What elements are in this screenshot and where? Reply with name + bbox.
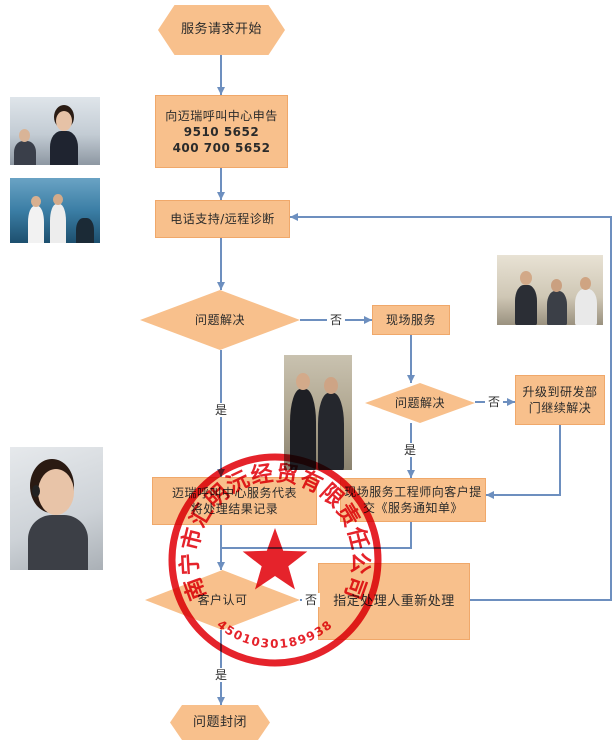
person-figure [520, 271, 532, 285]
person-figure [50, 131, 78, 165]
edge-label-no: 否 [326, 313, 346, 327]
person-figure [515, 285, 537, 325]
onsite-service-node: 现场服务 [372, 305, 450, 335]
person-figure [318, 393, 344, 470]
person-figure [56, 111, 72, 131]
phone-number-1: 9510 5652 [183, 124, 260, 139]
connector-escalate-to-notice [486, 425, 561, 499]
person-figure [290, 389, 316, 470]
decision-customer-approval: 客户认可 [145, 570, 300, 630]
phone-support-node: 电话支持/远程诊断 [155, 200, 290, 238]
star-icon [242, 528, 308, 590]
decision-2-label: 问题解决 [394, 396, 445, 410]
service-notice-line2: 交《服务通知单》 [362, 501, 463, 515]
meeting-photo [497, 255, 603, 325]
escalate-label-line2: 门继续解决 [528, 401, 592, 415]
person-figure [28, 206, 44, 243]
phone-support-label: 电话支持/远程诊断 [170, 212, 275, 226]
person-figure [50, 204, 66, 243]
connector-notice-to-decision3 [221, 522, 412, 549]
person-figure [575, 289, 597, 325]
person-figure [551, 279, 562, 292]
call-record-node: 迈瑞呼叫中心服务代表 将处理结果记录 [152, 477, 317, 525]
call-center-photo [10, 97, 100, 165]
start-node: 服务请求开始 [158, 5, 285, 55]
person-figure [324, 377, 338, 394]
decision-1-label: 问题解决 [194, 313, 245, 327]
person-figure [31, 196, 41, 207]
edge-label-yes: 是 [400, 443, 420, 457]
decision-problem-solved-2: 问题解决 [365, 383, 475, 423]
onsite-service-label: 现场服务 [385, 313, 436, 327]
person-figure [14, 141, 36, 165]
service-notice-line1: 现场服务工程师向客户提 [344, 485, 482, 499]
escalate-rd-node: 升级到研发部 门继续解决 [515, 375, 605, 425]
person-figure [76, 218, 94, 243]
end-node: 问题封闭 [170, 705, 270, 740]
decision-problem-solved-1: 问题解决 [140, 290, 300, 350]
phone-number-2: 400 700 5652 [172, 140, 271, 155]
person-figure [19, 129, 30, 142]
escalate-label-line1: 升级到研发部 [522, 385, 598, 399]
person-figure [547, 291, 567, 325]
service-notice-node: 现场服务工程师向客户提 交《服务通知单》 [340, 478, 486, 522]
call-record-line1: 迈瑞呼叫中心服务代表 [171, 486, 297, 500]
reassign-label: 指定处理人重新处理 [333, 593, 455, 609]
end-node-label: 问题封闭 [192, 714, 247, 730]
engineers-walking-photo [284, 355, 352, 470]
edge-label-no: 否 [301, 593, 321, 607]
person-figure [38, 469, 74, 515]
call-center-label: 向迈瑞呼叫中心申告 [165, 108, 278, 123]
person-figure [53, 194, 63, 205]
call-center-node: 向迈瑞呼叫中心申告 9510 5652 400 700 5652 [155, 95, 288, 168]
headset-icon [32, 485, 40, 497]
decision-3-label: 客户认可 [197, 593, 248, 607]
edge-label-yes: 是 [211, 668, 231, 682]
reassign-node: 指定处理人重新处理 [318, 563, 470, 640]
office-team-photo [10, 178, 100, 243]
headset-operator-photo [10, 447, 103, 570]
person-figure [296, 373, 310, 390]
edge-label-no: 否 [484, 395, 504, 409]
edge-label-yes: 是 [211, 403, 231, 417]
call-record-line2: 将处理结果记录 [190, 502, 279, 516]
start-node-label: 服务请求开始 [180, 22, 262, 37]
person-figure [28, 515, 88, 570]
person-figure [580, 277, 591, 290]
